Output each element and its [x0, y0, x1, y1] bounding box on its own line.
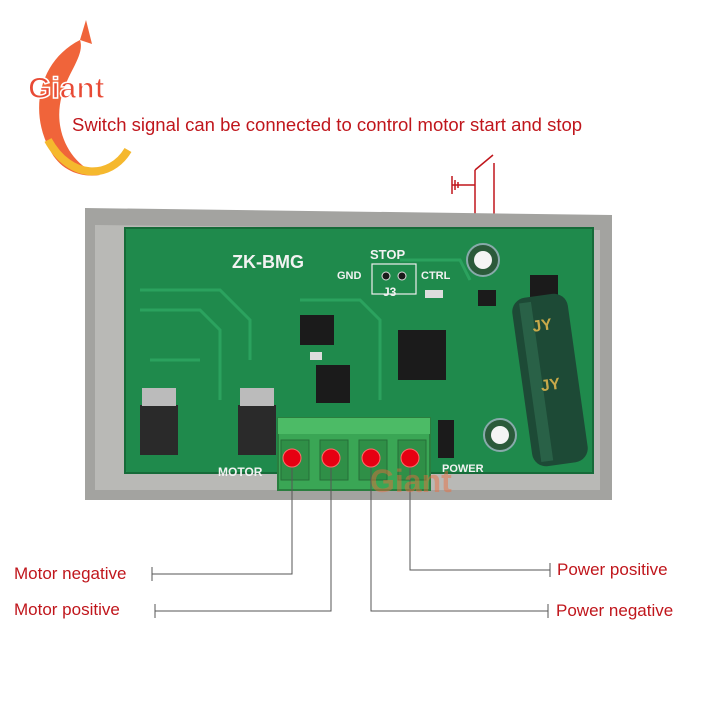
mosfet [140, 405, 178, 455]
jumper-label: J3 [383, 285, 397, 299]
capacitor-label: JY [531, 316, 553, 336]
gnd-label: GND [337, 270, 362, 282]
j3-jumper [371, 263, 417, 295]
terminal-motor-negative-marker [282, 448, 302, 468]
label-motor-positive: Motor positive [14, 600, 120, 619]
stop-label: STOP [370, 247, 405, 262]
ic-chip [300, 315, 334, 345]
motor-label: MOTOR [218, 465, 263, 479]
terminal-motor-positive-marker [321, 448, 341, 468]
large-capacitor: JY JY [512, 293, 588, 467]
label-motor-negative: Motor negative [14, 564, 127, 583]
ctrl-label: CTRL [421, 270, 451, 282]
logo-text: Giant [28, 72, 105, 105]
terminal-block [277, 417, 431, 491]
board-model-label: ZK-BMG [232, 252, 304, 272]
terminal-power-negative-marker [361, 448, 381, 468]
ic-chip-main [398, 330, 446, 380]
svg-text:JY: JY [540, 376, 562, 396]
regulator [316, 365, 350, 403]
power-label: POWER [442, 463, 484, 475]
giant-logo: Giant [27, 20, 132, 176]
watermark-logo: Giant [370, 463, 452, 499]
label-power-negative: Power negative [556, 601, 674, 620]
label-power-positive: Power positive [557, 560, 668, 579]
mosfet [238, 405, 276, 455]
caption-text: Switch signal can be connected to contro… [72, 114, 583, 135]
annotation-lines [151, 462, 551, 618]
terminal-power-positive-marker [400, 448, 420, 468]
